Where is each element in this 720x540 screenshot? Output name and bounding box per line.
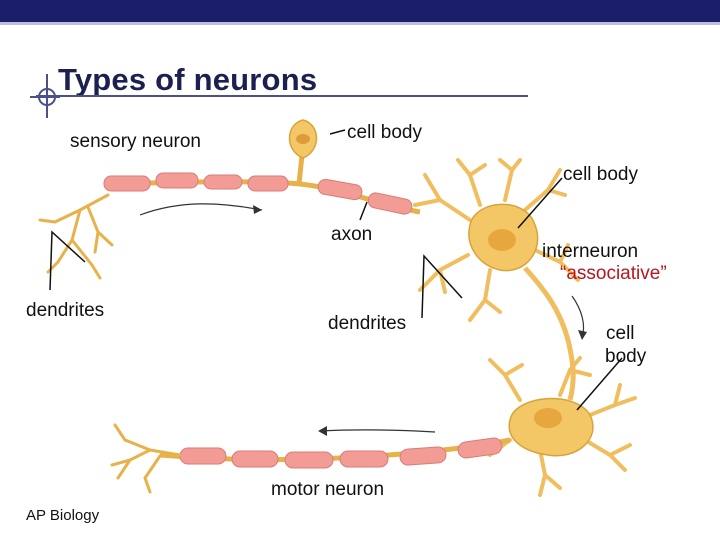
- interneuron-nucleus: [488, 229, 516, 251]
- motor-neuron: [110, 356, 637, 497]
- sensory-signal-arrow: [139, 203, 263, 216]
- crosshair-circle-icon: [38, 88, 56, 106]
- interneuron: [413, 158, 587, 401]
- sensory-neuron: [38, 119, 421, 280]
- label-interneuron: interneuron: [542, 241, 639, 262]
- label-cell-body-sensory: cell body: [347, 122, 422, 143]
- label-sensory-neuron: sensory neuron: [70, 131, 201, 152]
- label-leader-lines: [49, 129, 623, 411]
- interneuron-axon: [523, 266, 576, 401]
- label-motor-neuron: motor neuron: [271, 479, 385, 500]
- motor-dendrites: [488, 356, 637, 497]
- interneuron-arrowhead-icon: [578, 330, 587, 340]
- motor-signal-arrow: [319, 429, 436, 433]
- slide-title: Types of neurons: [58, 62, 318, 97]
- motor-axon: [159, 437, 511, 469]
- title-underline: [36, 95, 528, 97]
- label-cell-body-motor-line1: cell: [606, 323, 635, 344]
- interneuron-dendrites: [413, 158, 580, 322]
- sensory-axon: [103, 172, 421, 215]
- label-associative: “associative”: [560, 263, 667, 284]
- motor-axon-terminals: [110, 423, 182, 494]
- sensory-dendrites: [38, 193, 114, 280]
- sensory-cell-body: [288, 119, 318, 185]
- motor-arrowhead-icon: [318, 426, 327, 436]
- label-cell-body-inter: cell body: [563, 164, 638, 185]
- header-accent-line: [0, 22, 720, 25]
- label-dendrites-mid: dendrites: [328, 313, 407, 334]
- header-bar: [0, 0, 720, 22]
- label-dendrites-left: dendrites: [26, 300, 105, 321]
- label-cell-body-motor-line2: body: [605, 346, 647, 367]
- motor-nucleus: [534, 408, 562, 428]
- footer-course-label: AP Biology: [26, 507, 100, 524]
- sensory-arrowhead-icon: [253, 205, 262, 214]
- label-axon: axon: [331, 224, 373, 245]
